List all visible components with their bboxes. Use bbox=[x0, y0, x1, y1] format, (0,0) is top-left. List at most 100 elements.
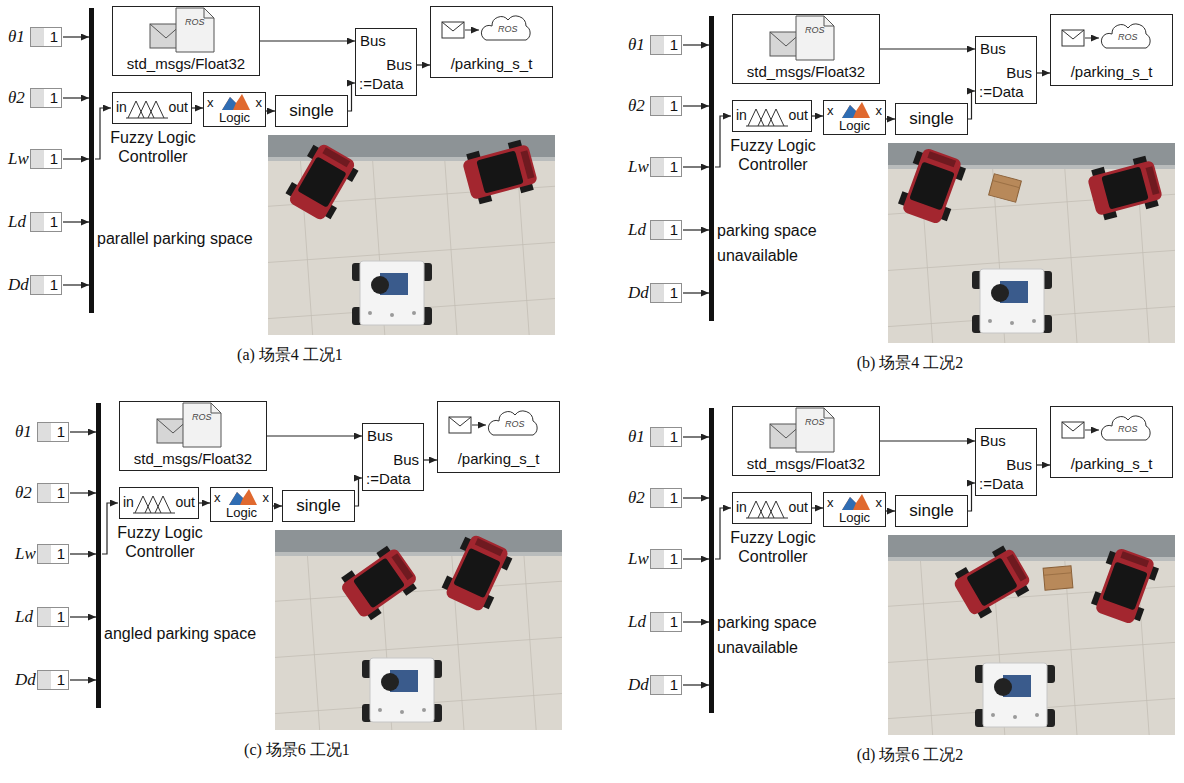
block-name: Logic bbox=[824, 118, 885, 133]
icon-text: ROS bbox=[805, 25, 825, 35]
constant-block: 1θ2 bbox=[628, 488, 682, 508]
bus-port: Bus bbox=[1006, 456, 1032, 473]
port-name: x bbox=[876, 495, 883, 510]
signal-name: θ2 bbox=[15, 483, 37, 503]
constant-icon: 1 bbox=[30, 88, 62, 108]
signal-connector bbox=[417, 64, 430, 65]
constant-block: 1 Lw bbox=[628, 157, 682, 177]
panel-caption: (c) 场景6 工况1 bbox=[197, 740, 397, 761]
constant-value: 1 bbox=[57, 608, 65, 626]
signal-connector bbox=[348, 83, 355, 111]
constant-value: 1 bbox=[670, 158, 678, 176]
constant-icon: 1 bbox=[650, 35, 682, 55]
topic-name: /parking_s_t bbox=[438, 450, 559, 467]
constant-block: 1θ1 bbox=[628, 35, 682, 55]
constant-icon: 1 bbox=[650, 427, 682, 447]
message-type: std_msgs/Float32 bbox=[120, 450, 266, 467]
signal-name: θ2 bbox=[8, 88, 30, 108]
constant-icon: 1 bbox=[650, 612, 682, 632]
signal-name: Lw bbox=[628, 157, 650, 177]
matlab-function-block: xLogicx bbox=[210, 487, 273, 522]
conversion-block: single bbox=[895, 103, 968, 135]
fuzzy-controller-block: inoutFuzzy Logic Controller bbox=[119, 487, 199, 519]
icon-text: ROS bbox=[1118, 32, 1138, 42]
constant-icon: 1 bbox=[650, 283, 682, 303]
bus-port: Bus bbox=[367, 427, 393, 444]
constant-value: 1 bbox=[57, 671, 65, 689]
signal-name: Ld bbox=[628, 612, 650, 632]
topic-name: /parking_s_t bbox=[431, 55, 552, 72]
constant-block: 1 Ld bbox=[15, 607, 69, 627]
matlab-function-block: xLogicx bbox=[823, 492, 886, 527]
block-name: single bbox=[283, 491, 354, 521]
constant-block: 1θ1 bbox=[8, 27, 62, 47]
constant-block: 1Ld bbox=[628, 220, 682, 240]
bus-assignment-block: BusBus:=Data bbox=[975, 36, 1037, 104]
constant-block: 1Ld bbox=[8, 212, 62, 232]
port-name: x bbox=[827, 103, 834, 118]
port-name: x bbox=[827, 495, 834, 510]
bus-port: :=Data bbox=[979, 83, 1024, 100]
block-name: single bbox=[276, 96, 347, 126]
constant-value: 1 bbox=[57, 545, 65, 563]
signal-name: Ld bbox=[15, 607, 37, 627]
publish-block: /parking_s_t bbox=[1050, 406, 1173, 478]
signal-connector bbox=[880, 440, 975, 441]
constant-icon: 1 bbox=[650, 157, 682, 177]
signal-name: Lw bbox=[8, 149, 30, 169]
signal-name: θ1 bbox=[628, 35, 650, 55]
signal-connector bbox=[355, 478, 362, 506]
block-name: Fuzzy Logic Controller bbox=[110, 523, 210, 561]
constant-icon: 1 bbox=[37, 607, 69, 627]
signal-connector bbox=[273, 505, 282, 506]
block-name: Logic bbox=[824, 510, 885, 525]
constant-value: 1 bbox=[57, 484, 65, 502]
icon-text: ROS bbox=[1118, 424, 1138, 434]
bus-assignment-block: BusBus:=Data bbox=[355, 28, 417, 96]
matlab-function-block: xLogicx bbox=[203, 92, 266, 127]
signal-connector bbox=[968, 91, 975, 119]
signal-name: θ1 bbox=[8, 27, 30, 47]
constant-icon: 1 bbox=[650, 488, 682, 508]
port-name: in bbox=[736, 107, 747, 123]
constant-block: 1Dd bbox=[8, 275, 62, 295]
signal-connector bbox=[260, 40, 355, 41]
panel-annotation: parking space unavailable bbox=[717, 218, 842, 268]
port-name: out bbox=[169, 99, 188, 115]
signal-connector bbox=[1037, 72, 1050, 73]
panel-b bbox=[683, 16, 1175, 343]
constant-icon: 1 bbox=[30, 149, 62, 169]
panel-annotation: angled parking space bbox=[104, 621, 274, 646]
message-type: std_msgs/Float32 bbox=[113, 55, 259, 72]
signal-name: Dd bbox=[8, 275, 30, 295]
signal-name: Lw bbox=[628, 549, 650, 569]
publish-block: /parking_s_t bbox=[1050, 14, 1173, 86]
block-name: single bbox=[896, 496, 967, 526]
constant-icon: 1 bbox=[30, 275, 62, 295]
icon-text: ROS bbox=[192, 412, 212, 422]
icon-text: ROS bbox=[185, 17, 205, 27]
constant-icon: 1 bbox=[37, 422, 69, 442]
message-block: std_msgs/Float32 bbox=[112, 6, 260, 76]
panel-annotation: parallel parking space bbox=[97, 226, 267, 251]
constant-value: 1 bbox=[670, 676, 678, 694]
constant-block: 1Dd bbox=[15, 670, 69, 690]
signal-connector bbox=[199, 502, 210, 503]
port-name: x bbox=[876, 103, 883, 118]
constant-icon: 1 bbox=[37, 483, 69, 503]
constant-block: 1θ1 bbox=[15, 422, 69, 442]
constant-icon: 1 bbox=[37, 670, 69, 690]
fuzzy-controller-block: inoutFuzzy Logic Controller bbox=[112, 92, 192, 124]
bus-port: Bus bbox=[980, 432, 1006, 449]
port-name: in bbox=[736, 499, 747, 515]
bus-port: Bus bbox=[1006, 64, 1032, 81]
signal-name: θ1 bbox=[628, 427, 650, 447]
panel-d bbox=[683, 408, 1175, 735]
port-name: x bbox=[256, 95, 263, 110]
constant-icon: 1 bbox=[30, 27, 62, 47]
port-name: x bbox=[263, 490, 270, 505]
constant-value: 1 bbox=[50, 213, 58, 231]
signal-name: Dd bbox=[628, 675, 650, 695]
signal-name: Lw bbox=[15, 544, 37, 564]
